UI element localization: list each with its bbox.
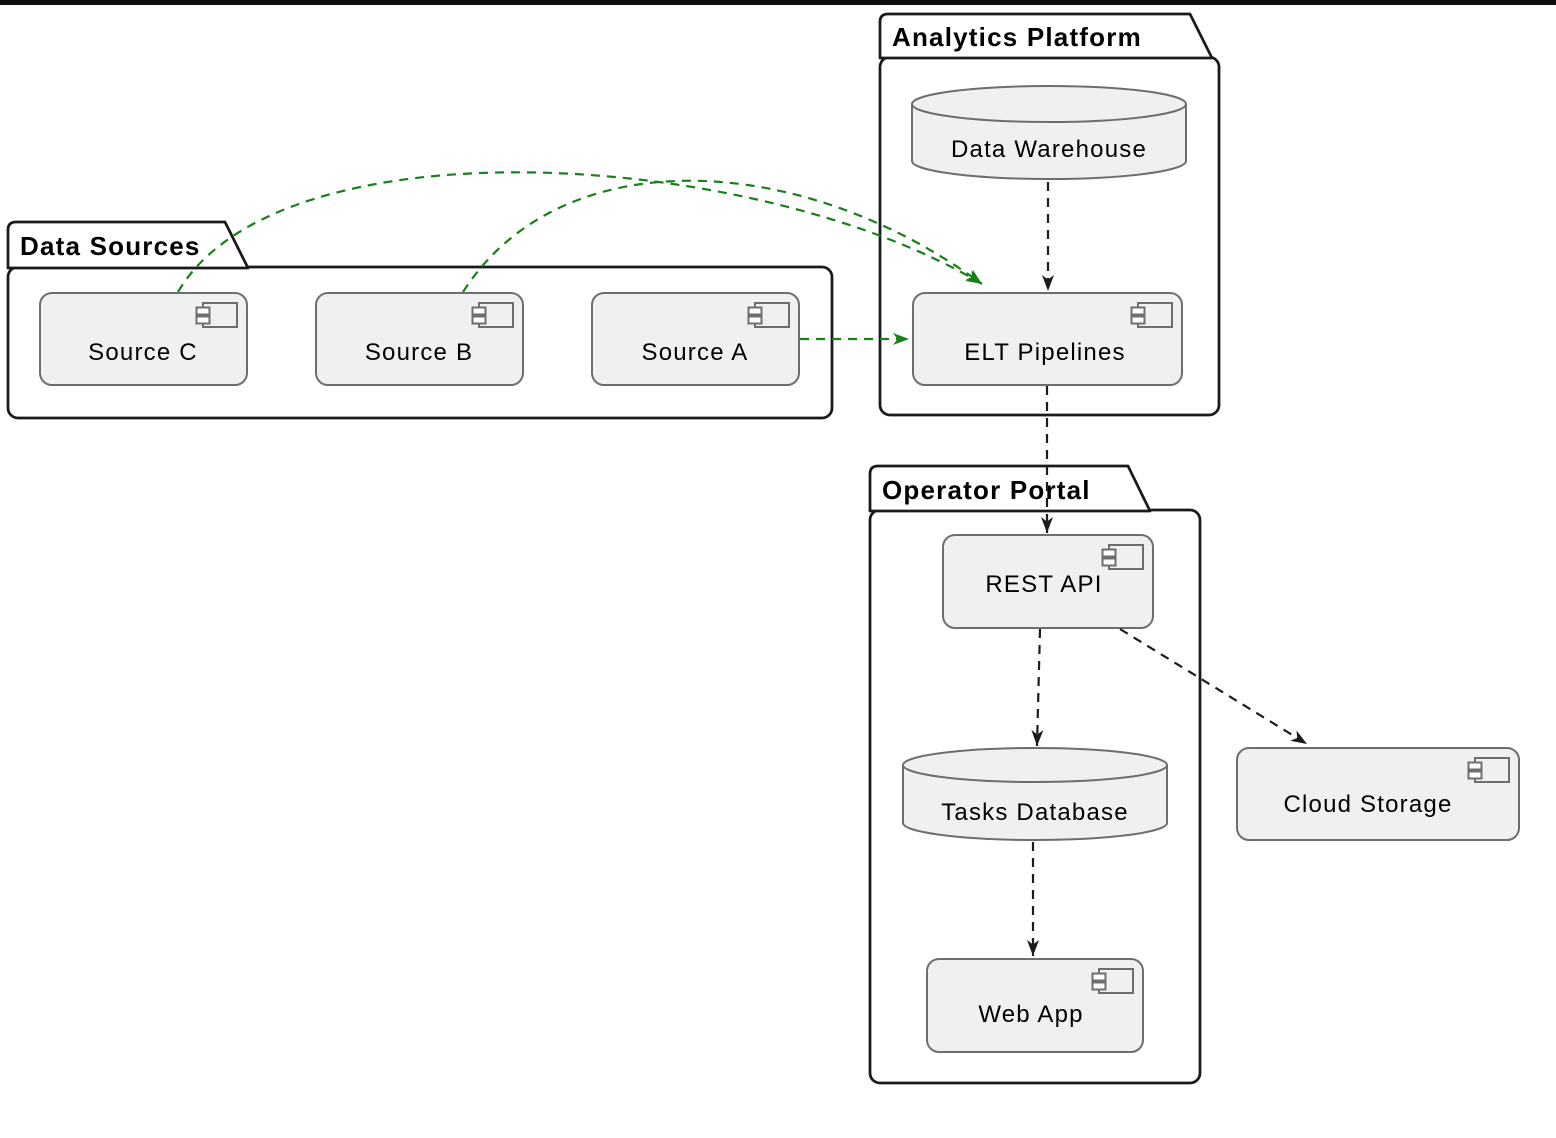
component-icon bbox=[471, 302, 514, 328]
component-rest-api-label: REST API bbox=[985, 571, 1102, 598]
component-source-a: Source A bbox=[591, 292, 800, 386]
database-data-warehouse-label: Data Warehouse bbox=[951, 136, 1147, 163]
edge-source-b-to-elt-pipelines bbox=[462, 179, 983, 293]
component-source-b-label: Source B bbox=[365, 339, 473, 366]
component-cloud-storage: Cloud Storage bbox=[1236, 747, 1520, 841]
package-operator-portal-title: Operator Portal bbox=[882, 475, 1091, 505]
edge-source-c-to-elt-pipelines bbox=[177, 171, 983, 293]
database-data-warehouse: Data Warehouse bbox=[911, 85, 1187, 180]
component-icon bbox=[1467, 757, 1510, 783]
component-source-a-label: Source A bbox=[642, 339, 749, 366]
edge-rest-api-to-cloud-storage bbox=[1119, 628, 1308, 745]
component-icon bbox=[1130, 302, 1173, 328]
component-source-b: Source B bbox=[315, 292, 524, 386]
component-icon bbox=[747, 302, 790, 328]
component-elt-pipelines-label: ELT Pipelines bbox=[964, 339, 1125, 366]
component-elt-pipelines: ELT Pipelines bbox=[912, 292, 1183, 386]
component-source-c-label: Source C bbox=[88, 339, 198, 366]
component-icon bbox=[1091, 968, 1134, 994]
component-icon bbox=[1101, 544, 1144, 570]
package-analytics-platform-title: Analytics Platform bbox=[892, 22, 1142, 52]
component-cloud-storage-label: Cloud Storage bbox=[1283, 791, 1452, 818]
package-data-sources-title: Data Sources bbox=[20, 231, 201, 261]
component-source-c: Source C bbox=[39, 292, 248, 386]
edge-rest-api-to-tasks-database bbox=[1031, 628, 1044, 747]
component-web-app-label: Web App bbox=[978, 1001, 1083, 1028]
database-tasks-database-label: Tasks Database bbox=[941, 799, 1129, 826]
component-rest-api: REST API bbox=[942, 534, 1154, 629]
database-tasks-database: Tasks Database bbox=[902, 747, 1168, 841]
component-web-app: Web App bbox=[926, 958, 1144, 1053]
top-border-bar bbox=[0, 0, 1556, 5]
component-icon bbox=[195, 302, 238, 328]
